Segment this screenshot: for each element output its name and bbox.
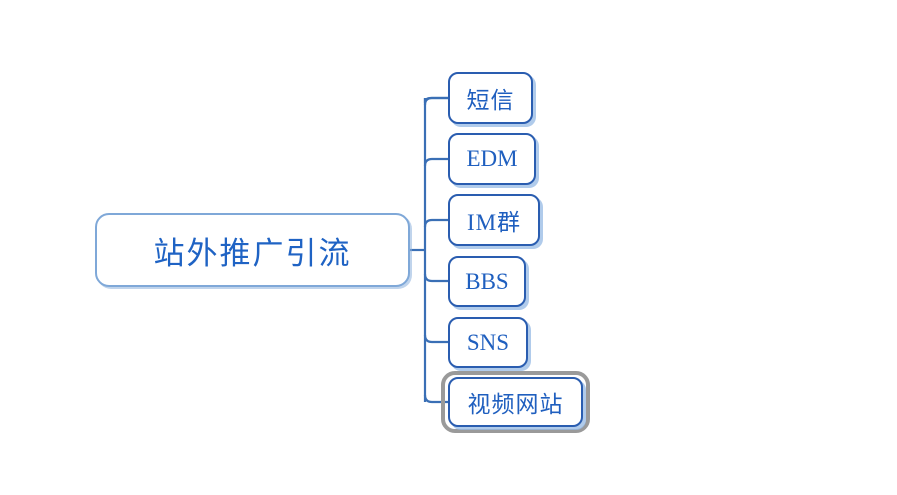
child-node-im-qun[interactable]: IM群 xyxy=(448,194,540,246)
selection-outline xyxy=(441,371,590,433)
child-node-label: 短信 xyxy=(466,88,515,113)
connector-elbow-4 xyxy=(423,334,448,344)
child-node-label: EDM xyxy=(466,146,518,171)
child-node-label: 视频网站 xyxy=(467,392,564,417)
connector-elbow-3 xyxy=(423,273,448,283)
child-node-edm[interactable]: EDM xyxy=(448,133,536,185)
child-node-bbs[interactable]: BBS xyxy=(448,256,526,307)
child-node-duanxin[interactable]: 短信 xyxy=(448,72,533,124)
connector-elbow-0 xyxy=(423,96,448,106)
child-node-label: BBS xyxy=(465,268,509,294)
child-node-label: SNS xyxy=(466,329,510,355)
child-node-shipin-wangzhan[interactable]: 视频网站 xyxy=(448,377,583,427)
connector-elbow-5 xyxy=(423,394,448,404)
child-node-sns[interactable]: SNS xyxy=(448,317,528,368)
root-node[interactable]: 站外推广引流 xyxy=(95,213,410,287)
child-node-label: IM群 xyxy=(466,210,522,235)
root-node-label: 站外推广引流 xyxy=(153,235,352,271)
connector-elbow-2 xyxy=(423,218,448,228)
connector-elbow-1 xyxy=(423,157,448,167)
